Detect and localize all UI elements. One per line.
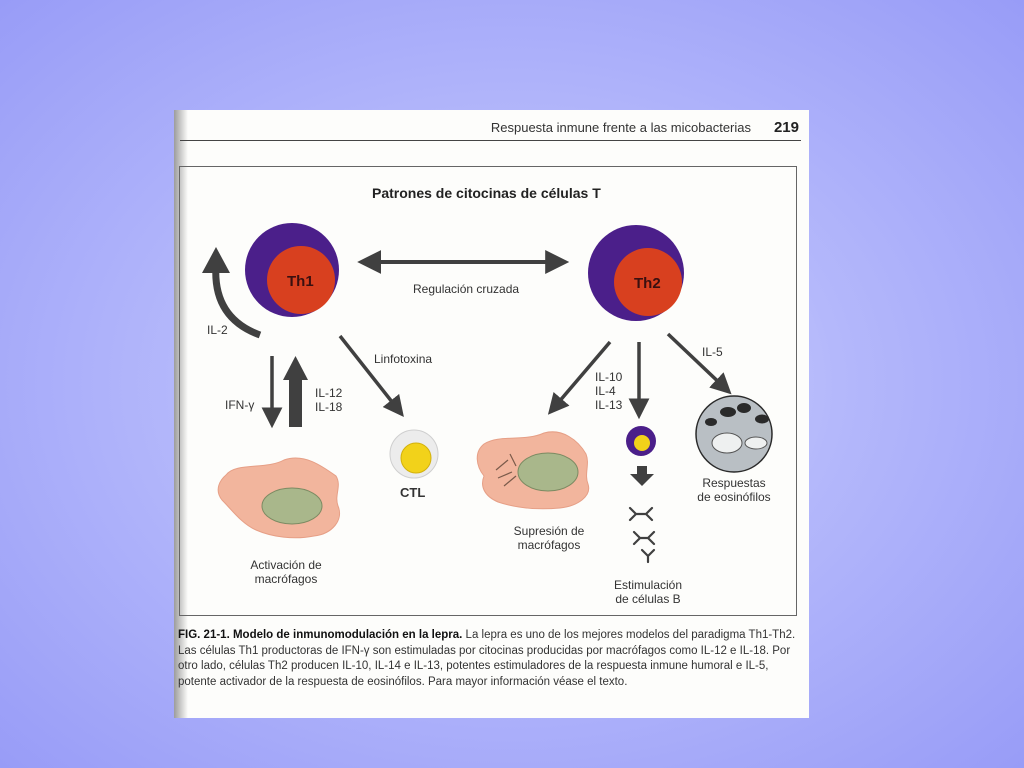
b-cell-stimulation-label: Estimulación de células B: [613, 578, 683, 606]
figure-frame: [179, 166, 797, 616]
page-binding-shadow: [174, 110, 188, 718]
il2-curved-arrow-icon: [212, 264, 262, 339]
th2-cell: [588, 225, 684, 321]
th2-label: Th2: [634, 275, 661, 292]
il18-label: IL-18: [315, 400, 343, 414]
th1-cell: [245, 223, 339, 317]
macrophage-activated: [217, 457, 340, 539]
running-header: Respuesta inmune frente a las micobacter…: [490, 120, 751, 135]
il12-il18-thick-arrow: [283, 356, 308, 427]
lymphotoxin-label: Linfotoxina: [374, 352, 433, 366]
caption-text: La lepra es uno de los mejores modelos d…: [178, 629, 796, 688]
antibody-icon: [628, 506, 656, 564]
ifn-gamma-label: IFN-γ: [225, 398, 255, 412]
macrophage-suppressed: [476, 431, 590, 510]
b-cell: [626, 426, 656, 456]
textbook-page: Respuesta inmune frente a las micobacter…: [174, 110, 809, 718]
cross-regulation-label: Regulación cruzada: [413, 282, 520, 296]
th2-to-macrophage-arrow: [547, 340, 612, 415]
il10-label: IL-10: [595, 370, 623, 384]
th2-to-eosinophil-arrow: [666, 332, 732, 395]
ctl-cell: [389, 429, 439, 479]
il13-label: IL-13: [595, 398, 623, 412]
th1-label: Th1: [287, 273, 314, 290]
il12-label: IL-12: [315, 386, 343, 400]
cytokine-diagram: [202, 223, 773, 564]
header-rule: [180, 140, 801, 141]
page-number: 219: [773, 119, 799, 136]
macrophage-activation-label: Activación de macrófagos: [250, 558, 322, 586]
il5-label: IL-5: [702, 345, 723, 359]
il4-label: IL-4: [595, 384, 616, 398]
caption-label: FIG. 21-1. Modelo de inmunomodulación en…: [178, 629, 463, 641]
lymphotoxin-arrow: [338, 334, 404, 417]
macrophage-suppression-label: Supresión de macrófagos: [513, 524, 585, 552]
figure-title: Patrones de citocinas de células T: [372, 185, 601, 201]
figure-caption: FIG. 21-1. Modelo de inmunomodulación en…: [178, 628, 800, 690]
eosinophil-cell: [695, 395, 773, 473]
eosinophil-response-label: Respuestas de eosinófilos: [697, 476, 771, 504]
ctl-label: CTL: [400, 485, 426, 500]
b-cell-down-arrow-icon: [630, 466, 654, 486]
il2-label: IL-2: [207, 323, 228, 337]
